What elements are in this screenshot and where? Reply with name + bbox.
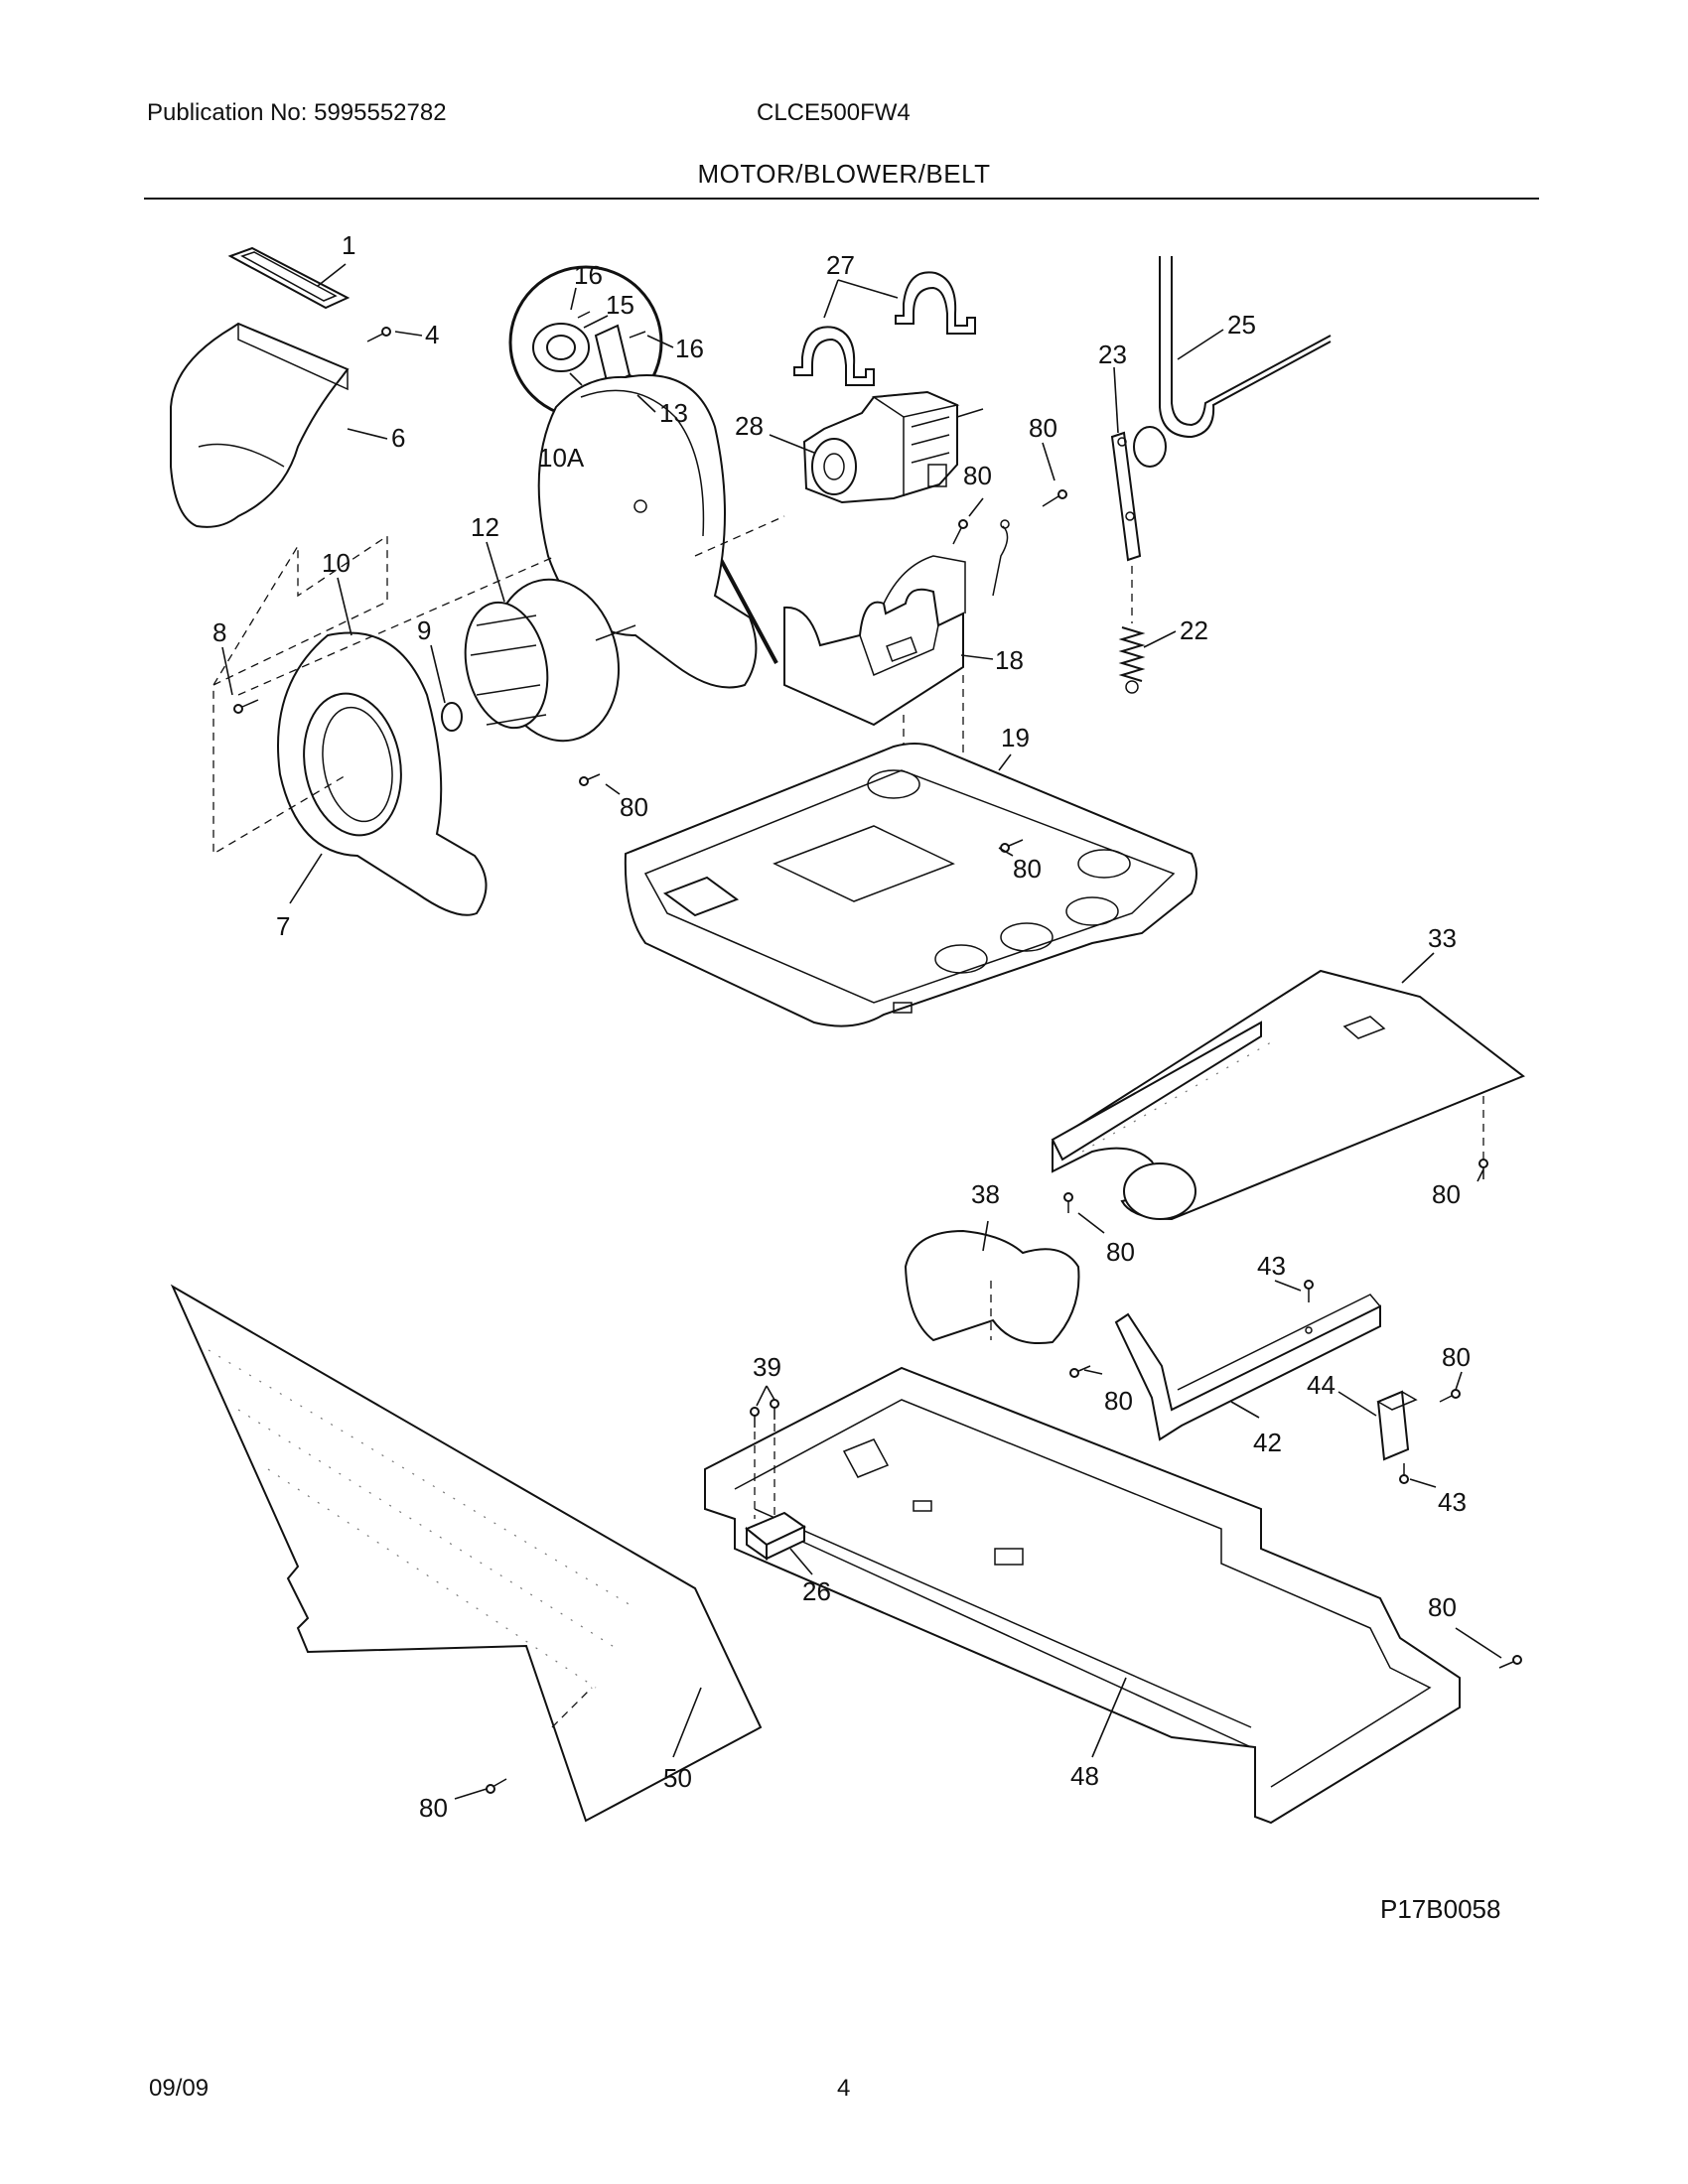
callout-label: 23 — [1098, 340, 1127, 369]
part-23-idler-arm — [1110, 426, 1167, 562]
callout-label: 19 — [1001, 723, 1030, 752]
callout-label: 80 — [963, 461, 992, 490]
part-18-motor-mount — [783, 519, 1010, 727]
callout-label: 80 — [1106, 1237, 1135, 1267]
callout-labels: 1 4 6 16 15 16 13 27 28 25 23 80 80 10A … — [212, 230, 1471, 1823]
callout-label: 80 — [1013, 854, 1042, 884]
callout-label: 22 — [1180, 615, 1208, 645]
part-42-support-bracket — [1114, 1294, 1381, 1441]
part-6-duct — [170, 322, 350, 528]
part-50-rear-panel — [170, 1284, 763, 1823]
part-44-clip — [1069, 1280, 1461, 1484]
motor-area-screws — [952, 489, 1067, 545]
callout-label: 10 — [322, 548, 351, 578]
callout-label: 4 — [425, 320, 439, 349]
callout-label: 80 — [1104, 1386, 1133, 1416]
callout-label: 27 — [826, 250, 855, 280]
part-9-retaining-ring — [441, 702, 463, 732]
callout-label: 16 — [574, 260, 603, 290]
publication-number: Publication No: 5995552782 — [147, 99, 447, 126]
callout-label: 80 — [1442, 1342, 1471, 1372]
callout-label: 16 — [675, 334, 704, 363]
callout-label: 18 — [995, 645, 1024, 675]
publication-date: 09/09 — [149, 2075, 210, 2102]
callout-label: 80 — [620, 792, 648, 822]
callout-label: 15 — [606, 290, 634, 320]
page-number: 4 — [837, 2075, 851, 2102]
callout-label: 38 — [971, 1179, 1000, 1209]
callout-label: 39 — [753, 1352, 781, 1382]
callout-label: 80 — [1428, 1592, 1457, 1622]
part-19-base-plate — [624, 743, 1197, 1027]
callout-label: 6 — [391, 423, 405, 453]
callout-label: 48 — [1070, 1761, 1099, 1791]
part-38-exhaust-elbow — [904, 1229, 1080, 1344]
assembly-guide-lines — [212, 515, 964, 856]
callout-label: 12 — [471, 512, 499, 542]
part-27-motor-clamps — [793, 271, 976, 386]
header-rule — [144, 198, 1539, 200]
part-39-screws-part-26-block — [745, 1399, 806, 1561]
callout-label: 7 — [276, 911, 290, 941]
section-title: MOTOR/BLOWER/BELT — [697, 159, 991, 189]
callout-label: 42 — [1253, 1428, 1282, 1457]
part-4-screw — [366, 327, 391, 342]
part-1-gasket — [227, 246, 351, 310]
part-48-base-panel — [704, 1366, 1522, 1825]
figure-code: P17B0058 — [1380, 1894, 1501, 1924]
callout-label: 9 — [417, 615, 431, 645]
callout-label: 8 — [212, 617, 226, 647]
callout-label: 80 — [1432, 1179, 1461, 1209]
callout-label: 33 — [1428, 923, 1457, 953]
callout-label: 26 — [802, 1576, 831, 1606]
callout-label: 25 — [1227, 310, 1256, 340]
callout-label: 80 — [1029, 413, 1057, 443]
part-12-blower-wheel — [464, 578, 636, 743]
callout-label: 43 — [1257, 1251, 1286, 1281]
callout-label: 1 — [342, 230, 355, 260]
part-25-drive-belt — [1159, 256, 1332, 439]
model-number: CLCE500FW4 — [757, 99, 911, 126]
part-22-idler-spring — [1118, 566, 1146, 694]
callout-label: 44 — [1307, 1370, 1336, 1400]
part-28-drive-motor — [802, 390, 984, 504]
leader-lines — [221, 263, 1502, 1800]
callout-label: 13 — [659, 398, 688, 428]
callout-label: 10A — [538, 443, 585, 473]
part-10-front-housing — [277, 631, 488, 916]
callout-label: 28 — [735, 411, 764, 441]
callout-label: 50 — [663, 1763, 692, 1793]
callout-label: 43 — [1438, 1487, 1467, 1517]
part-33-exhaust-duct — [1051, 969, 1525, 1221]
callout-label: 80 — [419, 1793, 448, 1823]
